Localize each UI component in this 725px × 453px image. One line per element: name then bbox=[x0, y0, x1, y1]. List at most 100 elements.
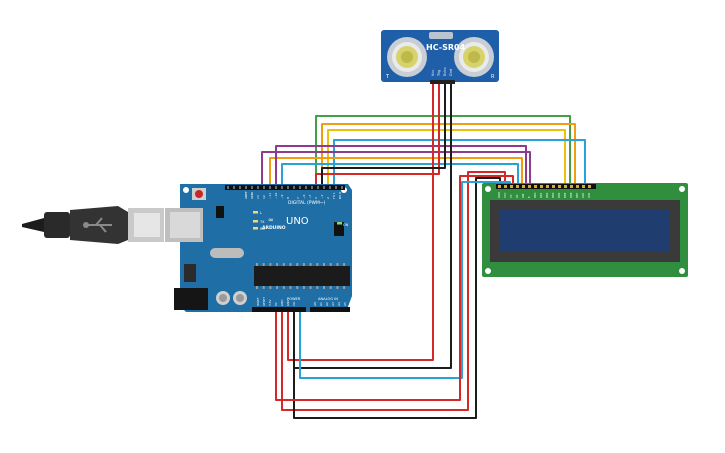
header-pin bbox=[239, 186, 241, 189]
header-pin bbox=[233, 186, 235, 189]
chip-pin bbox=[309, 263, 312, 266]
analog-header-label: ANALOG IN bbox=[318, 297, 338, 301]
wires bbox=[261, 82, 586, 419]
led-l-label: L bbox=[260, 211, 262, 215]
lcd-pin-label-db1: DB1 bbox=[539, 192, 543, 198]
pin-label-5v: 5V bbox=[274, 302, 278, 306]
arduino-brand: ARDUINO bbox=[262, 225, 286, 231]
lcd-pin-label-v0: V0 bbox=[509, 194, 513, 198]
pin-label-4: 4 bbox=[314, 197, 318, 199]
wire-purple-b[interactable] bbox=[275, 145, 527, 189]
sensor-pin-trig: Trig bbox=[437, 70, 441, 77]
wire-yellow[interactable] bbox=[327, 129, 566, 189]
pin-label-a4: A4 bbox=[337, 302, 341, 306]
digital-header-label: DIGITAL (PWM~) bbox=[288, 200, 326, 206]
pin-label-vin: Vin bbox=[292, 301, 296, 306]
pin-label-6: ~6 bbox=[302, 194, 306, 199]
capacitor-top bbox=[219, 294, 227, 302]
wire-red-sensor-vcc[interactable] bbox=[287, 82, 434, 361]
lcd-pin-label-e: E bbox=[527, 196, 531, 198]
pin-label-11: ~11 bbox=[268, 193, 272, 199]
wire-red-lcd-vcc[interactable] bbox=[281, 171, 506, 411]
usb-plug-inner bbox=[134, 213, 160, 237]
chip-pin bbox=[302, 286, 305, 289]
lcd-16x2-display[interactable]: GND VCC V0 RS RW E DB0 DB1 DB2 DB3 DB4 D… bbox=[482, 183, 688, 277]
pin-label-5: ~5 bbox=[308, 194, 312, 199]
arduino-uno-board[interactable]: DIGITAL (PWM~) ∞ ARDUINO UNO POWER ANALO… bbox=[165, 184, 352, 312]
wire-red-sensor-trig[interactable] bbox=[315, 82, 440, 189]
pin-label-9: ~9 bbox=[280, 194, 284, 199]
chip-pin bbox=[329, 286, 332, 289]
chip-pin bbox=[296, 286, 299, 289]
chip-pin bbox=[269, 263, 272, 266]
pin-label-rx: RX 0 bbox=[338, 192, 342, 199]
chip-pin bbox=[262, 263, 265, 266]
mount-hole bbox=[485, 186, 491, 192]
mount-hole bbox=[485, 268, 491, 274]
chip-pin bbox=[309, 286, 312, 289]
pin-label-tx: TX 1 bbox=[332, 192, 336, 200]
header-pin bbox=[335, 186, 337, 189]
chip-pin bbox=[343, 263, 346, 266]
lcd-header-pin bbox=[498, 185, 501, 188]
sensor-pin-gnd: Gnd bbox=[449, 69, 453, 76]
chip-pin bbox=[256, 263, 258, 266]
wire-blue-b[interactable] bbox=[281, 163, 519, 189]
lcd-pin-label-db6: DB6 bbox=[569, 192, 573, 198]
led-on-label: ON bbox=[343, 223, 349, 227]
sensor-pin-header[interactable] bbox=[430, 80, 455, 84]
wire-blue-lcd-contrast[interactable] bbox=[299, 181, 511, 379]
mount-hole bbox=[679, 186, 685, 192]
header-pin bbox=[245, 186, 247, 189]
led-l bbox=[253, 211, 258, 214]
wire-purple-a[interactable] bbox=[261, 151, 531, 189]
pin-label-3v3: 3.3V bbox=[268, 300, 272, 306]
led-tx-label: TX bbox=[259, 220, 265, 224]
lcd-header-pin bbox=[558, 185, 561, 188]
chip-pin bbox=[302, 263, 305, 266]
chip-pin bbox=[256, 286, 258, 289]
wire-orange-a[interactable] bbox=[321, 123, 576, 189]
header-pin bbox=[227, 186, 229, 189]
header-pin bbox=[329, 186, 331, 189]
pin-label-reset: RESET bbox=[262, 297, 266, 306]
usb-cable[interactable] bbox=[22, 206, 164, 244]
pin-label-3: ~3 bbox=[320, 194, 324, 199]
wire-black-sensor-echo[interactable] bbox=[321, 82, 446, 189]
pin-label-a0: A0 bbox=[313, 302, 317, 306]
chip-pin bbox=[323, 286, 325, 289]
ultrasonic-sensor[interactable]: HC-SR04 T R Vcc Trig Echo Gnd bbox=[381, 30, 499, 84]
lcd-header-pin bbox=[510, 185, 513, 188]
wire-red-lcd-led[interactable] bbox=[275, 175, 514, 401]
pin-label-a5: A5 bbox=[343, 302, 347, 306]
lcd-pin-label-rw: RW bbox=[521, 193, 525, 198]
pin-label-gnd-1: GND bbox=[280, 300, 284, 306]
analog-pin-header[interactable] bbox=[310, 307, 350, 312]
icsp-header bbox=[216, 206, 224, 218]
reset-button-cap[interactable] bbox=[195, 190, 203, 198]
usb-strain-relief bbox=[44, 212, 70, 238]
power-header-label: POWER bbox=[287, 297, 301, 301]
sensor-receiver bbox=[454, 37, 494, 77]
lcd-header-pin bbox=[522, 185, 525, 188]
onboard-leds: L TX RX ON bbox=[253, 211, 349, 231]
chip-pin bbox=[343, 286, 346, 289]
chip-pin bbox=[269, 286, 272, 289]
crystal-oscillator bbox=[210, 248, 244, 258]
power-pin-header[interactable] bbox=[252, 307, 306, 312]
chip-pin bbox=[262, 286, 265, 289]
wire-orange-b[interactable] bbox=[269, 157, 523, 189]
lcd-pin-label-db0: DB0 bbox=[533, 192, 537, 198]
chip-pin bbox=[323, 263, 325, 266]
digital-pin-header[interactable] bbox=[225, 185, 345, 190]
sensor-mark-t: T bbox=[385, 74, 390, 80]
lcd-header-pin bbox=[534, 185, 537, 188]
chip-pin bbox=[289, 286, 292, 289]
header-pin bbox=[287, 186, 289, 189]
sensor-pin-vcc: Vcc bbox=[431, 70, 435, 76]
lcd-pin-label-db3: DB3 bbox=[551, 192, 555, 198]
lcd-pin-label-db7: DB7 bbox=[575, 192, 579, 198]
lcd-header-pin bbox=[582, 185, 585, 188]
chip-pin bbox=[316, 263, 319, 266]
